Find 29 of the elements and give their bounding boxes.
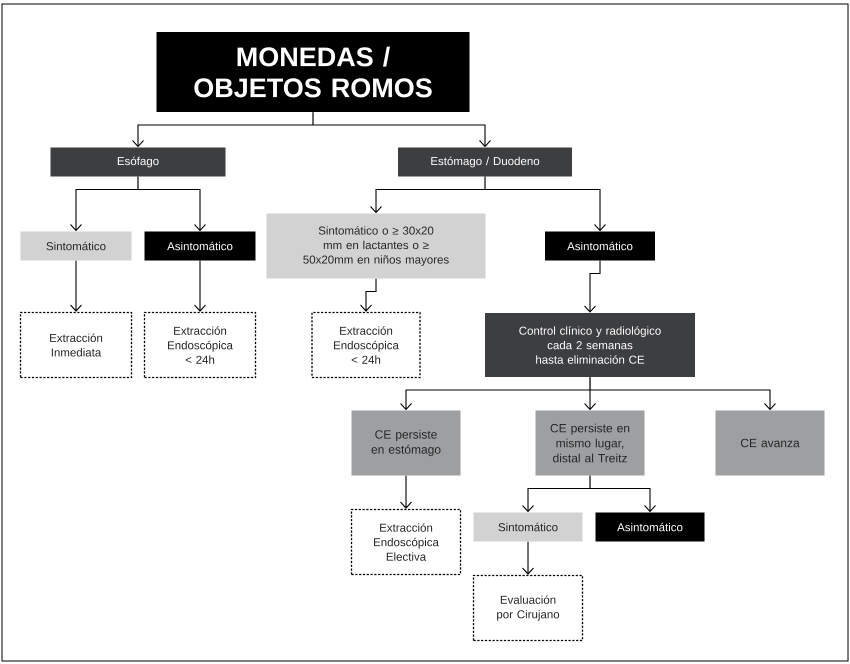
condition-box: Asintomático: [144, 232, 256, 260]
arrow: [70, 260, 82, 312]
outcome-box: CE persiste en estómago: [352, 410, 460, 476]
arrow: [400, 476, 412, 509]
arrow: [589, 476, 656, 512]
action-box: Extracción Endoscópica < 24h: [144, 312, 256, 378]
arrow: [194, 260, 206, 312]
condition-box: Sintomático: [20, 232, 132, 260]
condition-box: Asintomático: [596, 512, 705, 542]
process-box: Esófago: [50, 148, 226, 176]
outcome-box: CE avanza: [716, 410, 824, 476]
arrow: [589, 377, 776, 410]
action-box: Evaluación por Cirujano: [472, 574, 584, 642]
arrow: [522, 542, 534, 575]
outcome-box: CE persiste en mismo lugar, distal al Treitz: [536, 410, 644, 476]
action-box: Extracción Endoscópica < 24h: [311, 312, 421, 378]
process-box: Estómago / Duodeno: [398, 148, 572, 176]
arrow: [360, 278, 377, 312]
arrow: [312, 112, 491, 148]
action-box: Extracción Endoscópica Electiva: [350, 508, 462, 576]
condition-box: Sintomático o ≥ 30x20 mm en lactantes o ≥ 50x20mm en niños mayores: [266, 214, 486, 278]
arrow: [484, 176, 606, 232]
condition-box: Asintomático: [545, 232, 655, 260]
condition-box: Sintomático: [474, 512, 582, 542]
process-box: Control clínico y radiológico cada 2 semanas hasta eliminación CE: [485, 313, 696, 377]
arrow: [584, 260, 601, 313]
arrow: [137, 176, 206, 232]
title-box: MONEDAS / OBJETOS ROMOS: [156, 32, 470, 112]
action-box: Extracción Inmediata: [20, 312, 132, 378]
